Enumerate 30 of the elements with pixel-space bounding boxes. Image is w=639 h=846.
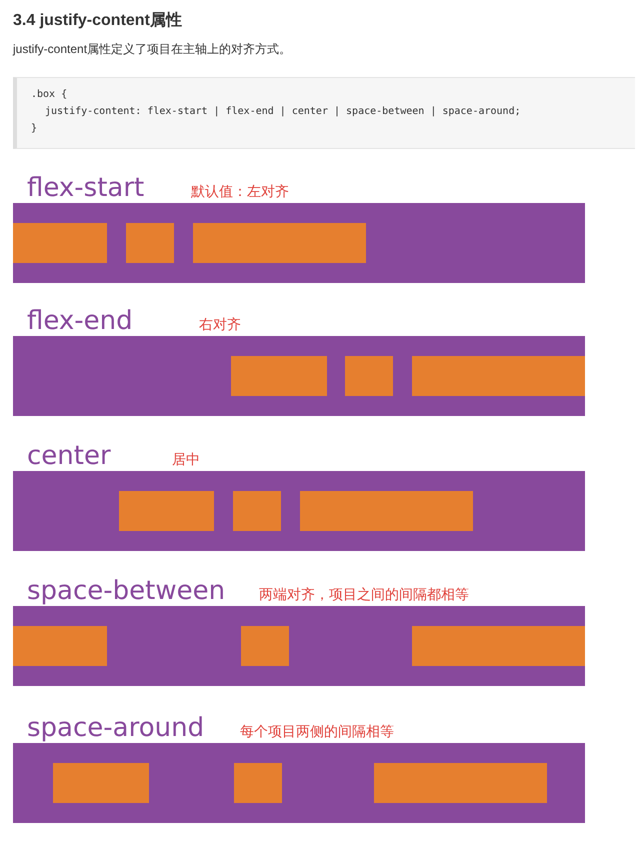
code-line: } [31, 122, 38, 136]
flex-item-box [300, 491, 473, 531]
flex-item-box [13, 626, 107, 666]
value-heading: center [27, 441, 111, 471]
code-line: justify-content: flex-start | flex-end | center | space-between | space-around; [44, 105, 522, 119]
value-heading: space-between [27, 576, 226, 606]
flex-item-box [412, 626, 585, 666]
flex-item-box [53, 763, 149, 803]
annotation-note: 右对齐 [199, 316, 241, 334]
flex-item-box [241, 626, 289, 666]
value-heading: flex-end [27, 306, 133, 336]
flex-item-box [231, 356, 327, 396]
description-text: justify-content属性定义了项目在主轴上的对齐方式。 [13, 41, 292, 58]
flex-item-box [119, 491, 214, 531]
annotation-note: 默认值：左对齐 [191, 183, 289, 201]
flex-item-box [126, 223, 174, 263]
annotation-note: 每个项目两侧的间隔相等 [240, 723, 394, 741]
flex-item-box [412, 356, 585, 396]
code-line: .box { [31, 88, 68, 102]
flex-item-box [233, 491, 281, 531]
flex-item-box [374, 763, 547, 803]
flex-item-box [13, 223, 107, 263]
value-heading: flex-start [27, 173, 144, 203]
annotation-note: 居中 [172, 451, 200, 469]
value-heading: space-around [27, 713, 204, 743]
flex-item-box [345, 356, 393, 396]
flex-item-box [193, 223, 366, 263]
section-heading: 3.4 justify-content属性 [13, 10, 182, 31]
annotation-note: 两端对齐，项目之间的间隔都相等 [259, 586, 469, 604]
flex-item-box [234, 763, 282, 803]
